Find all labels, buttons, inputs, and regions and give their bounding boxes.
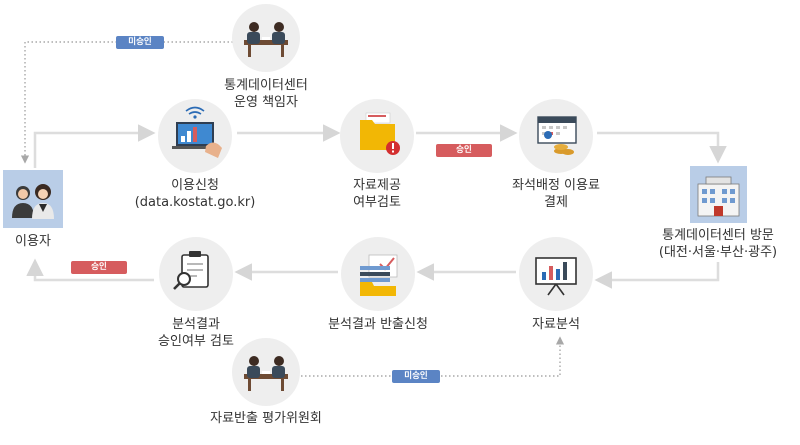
user-label: 이용자 — [15, 234, 51, 249]
meeting-icon — [244, 356, 288, 391]
center-manager-node — [232, 4, 300, 72]
review-node — [340, 99, 414, 173]
bottom-rejected-badge: 미승인 — [392, 370, 440, 383]
analysis-node — [519, 237, 593, 311]
committee-label: 자료반출 평가위원회 — [210, 411, 322, 426]
building-icon — [697, 176, 740, 217]
users-icon — [12, 184, 54, 219]
export-request-node — [341, 237, 415, 311]
top-rejected-badge: 미승인 — [116, 36, 164, 49]
documents-check-icon — [360, 254, 398, 296]
visit-node — [690, 166, 747, 223]
chart-board-icon — [535, 257, 577, 296]
export-request-label: 분석결과 반출신청 — [328, 317, 428, 332]
center-manager-label: 통계데이터센터 운영 책임자 — [196, 77, 336, 111]
review-label: 자료제공 여부검토 — [317, 177, 437, 211]
apply-label-line2: (data.kostat.go.kr) — [134, 195, 256, 210]
export-review-label-line2: 승인여부 검토 — [158, 334, 234, 349]
arrow-visit-to-analysis — [594, 262, 720, 289]
visit-label-line1: 통계데이터센터 방문 — [662, 228, 774, 243]
return-approved-badge: 승인 — [71, 261, 127, 274]
center-manager-label-line2: 운영 책임자 — [234, 95, 298, 110]
visit-label: 통계데이터센터 방문 (대전·서울·부산·광주) — [638, 227, 798, 261]
payment-label: 좌석배정 이용료 결제 — [486, 177, 626, 211]
analysis-label: 자료분석 — [532, 317, 580, 332]
payment-node — [519, 99, 593, 173]
export-review-label: 분석결과 승인여부 검토 — [126, 316, 266, 350]
arrow-review-to-user — [26, 258, 154, 282]
review-label-line1: 자료제공 — [353, 178, 401, 193]
meeting-icon — [244, 22, 288, 57]
visit-label-line2: (대전·서울·부산·광주) — [658, 245, 778, 260]
user-node — [3, 170, 63, 228]
arrow-payment-to-visit — [597, 131, 727, 164]
apply-node — [158, 99, 232, 173]
export-review-node — [159, 237, 233, 311]
laptop-signal-icon — [172, 106, 222, 158]
arrow-user-to-apply — [33, 124, 156, 168]
review-label-line2: 여부검토 — [353, 195, 401, 210]
review-approved-badge: 승인 — [436, 144, 492, 157]
dotted-committee-to-analysis — [297, 336, 565, 377]
apply-label-line1: 이용신청 — [171, 178, 219, 193]
export-review-label-line1: 분석결과 — [172, 317, 220, 332]
payment-label-line1: 좌석배정 이용료 — [512, 178, 600, 193]
apply-label: 이용신청 (data.kostat.go.kr) — [110, 177, 280, 211]
committee-node — [232, 338, 300, 406]
center-manager-label-line1: 통계데이터센터 — [224, 78, 308, 93]
clipboard-search-icon — [173, 251, 209, 290]
payment-label-line2: 결제 — [544, 195, 568, 210]
folder-alert-icon — [360, 112, 400, 155]
calendar-coins-icon — [537, 116, 577, 155]
